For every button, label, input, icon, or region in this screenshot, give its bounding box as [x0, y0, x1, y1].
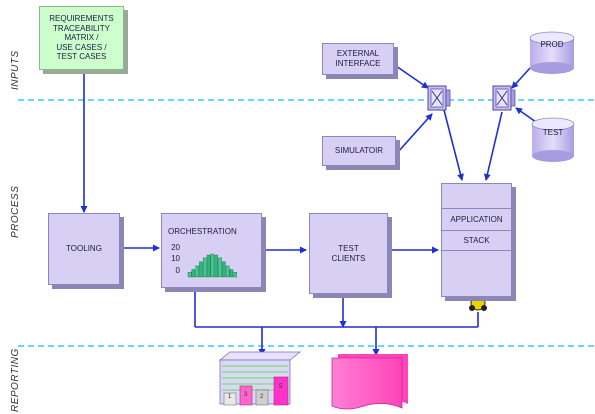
histogram-tick: 0 [175, 266, 180, 275]
report-bar-label: 2 [260, 394, 264, 400]
connector-icon-left [427, 85, 451, 111]
requirements-line: MATRIX / [64, 33, 99, 43]
histogram-bar [195, 265, 200, 278]
external-interface-line: EXTERNAL [336, 49, 380, 58]
histogram-bar [233, 272, 237, 278]
external-interface-box: EXTERNAL INTERFACE [322, 43, 394, 75]
test-label: TEST [542, 128, 564, 137]
histogram-bar [210, 253, 215, 278]
requirements-line: USE CASES / [56, 42, 107, 52]
histogram-tick: 10 [171, 254, 180, 263]
connector-icon-right [492, 85, 516, 111]
prod-label: PROD [540, 40, 564, 49]
stack-label: STACK [463, 235, 490, 245]
arrow-simulator-connector [397, 113, 433, 153]
test-clients-line: CLIENTS [331, 253, 366, 263]
report-chart-icon [218, 351, 302, 406]
test-clients-line: TEST [338, 243, 359, 253]
application-label: APPLICATION [450, 214, 503, 224]
histogram-bar [218, 257, 222, 278]
band-label-process: PROCESS [10, 185, 21, 238]
test-database-icon [531, 117, 575, 162]
report-bar-label: 1 [228, 394, 232, 400]
histogram-tick: 20 [171, 243, 180, 252]
arrow-external-connector [395, 65, 429, 89]
histogram-bar [199, 261, 203, 278]
histogram-bar [222, 261, 226, 278]
simulator-label: SIMULATOIR [334, 146, 384, 155]
orchestration-label: ORCHESTRATION [168, 227, 237, 236]
requirements-line: TRACEABILITY [53, 23, 110, 33]
application-stack: APPLICATION STACK [441, 183, 512, 297]
requirements-line: TEST CASES [56, 52, 107, 62]
simulator-box: SIMULATOIR [322, 136, 396, 166]
tooling-label: TOOLING [66, 244, 102, 253]
report-document-icon [331, 354, 408, 410]
arrow-test-connector [515, 107, 537, 123]
histogram-bar [206, 254, 211, 278]
report-bar-label: 5 [279, 384, 283, 390]
prod-database-icon [529, 31, 575, 74]
stack-row-top [442, 184, 511, 208]
tooling-box: TOOLING [48, 213, 120, 285]
stack-row-stack: STACK [442, 230, 511, 250]
histogram-bars [187, 253, 237, 278]
stack-row-bottom [442, 250, 511, 297]
requirements-line: REQUIREMENTS [49, 14, 114, 24]
arrow-connector1-appstack [443, 109, 464, 181]
histogram-bar [229, 269, 234, 278]
histogram-bar [225, 265, 230, 278]
histogram-bar [203, 257, 207, 278]
report-bar-label: 3 [244, 392, 248, 398]
external-interface-line: INTERFACE [335, 59, 381, 68]
stack-row-application: APPLICATION [442, 208, 511, 230]
histogram-bar [214, 254, 219, 278]
arrow-prod-connector [511, 67, 531, 89]
arrow-connector2-appstack [483, 111, 503, 181]
band-label-inputs: INPUTS [10, 50, 21, 90]
band-label-reporting: REPORTING [10, 348, 21, 412]
histogram-bar [187, 272, 192, 278]
test-clients-box: TEST CLIENTS [309, 213, 388, 294]
histogram-bar [191, 269, 196, 278]
requirements-box: REQUIREMENTS TRACEABILITY MATRIX / USE C… [39, 6, 124, 70]
